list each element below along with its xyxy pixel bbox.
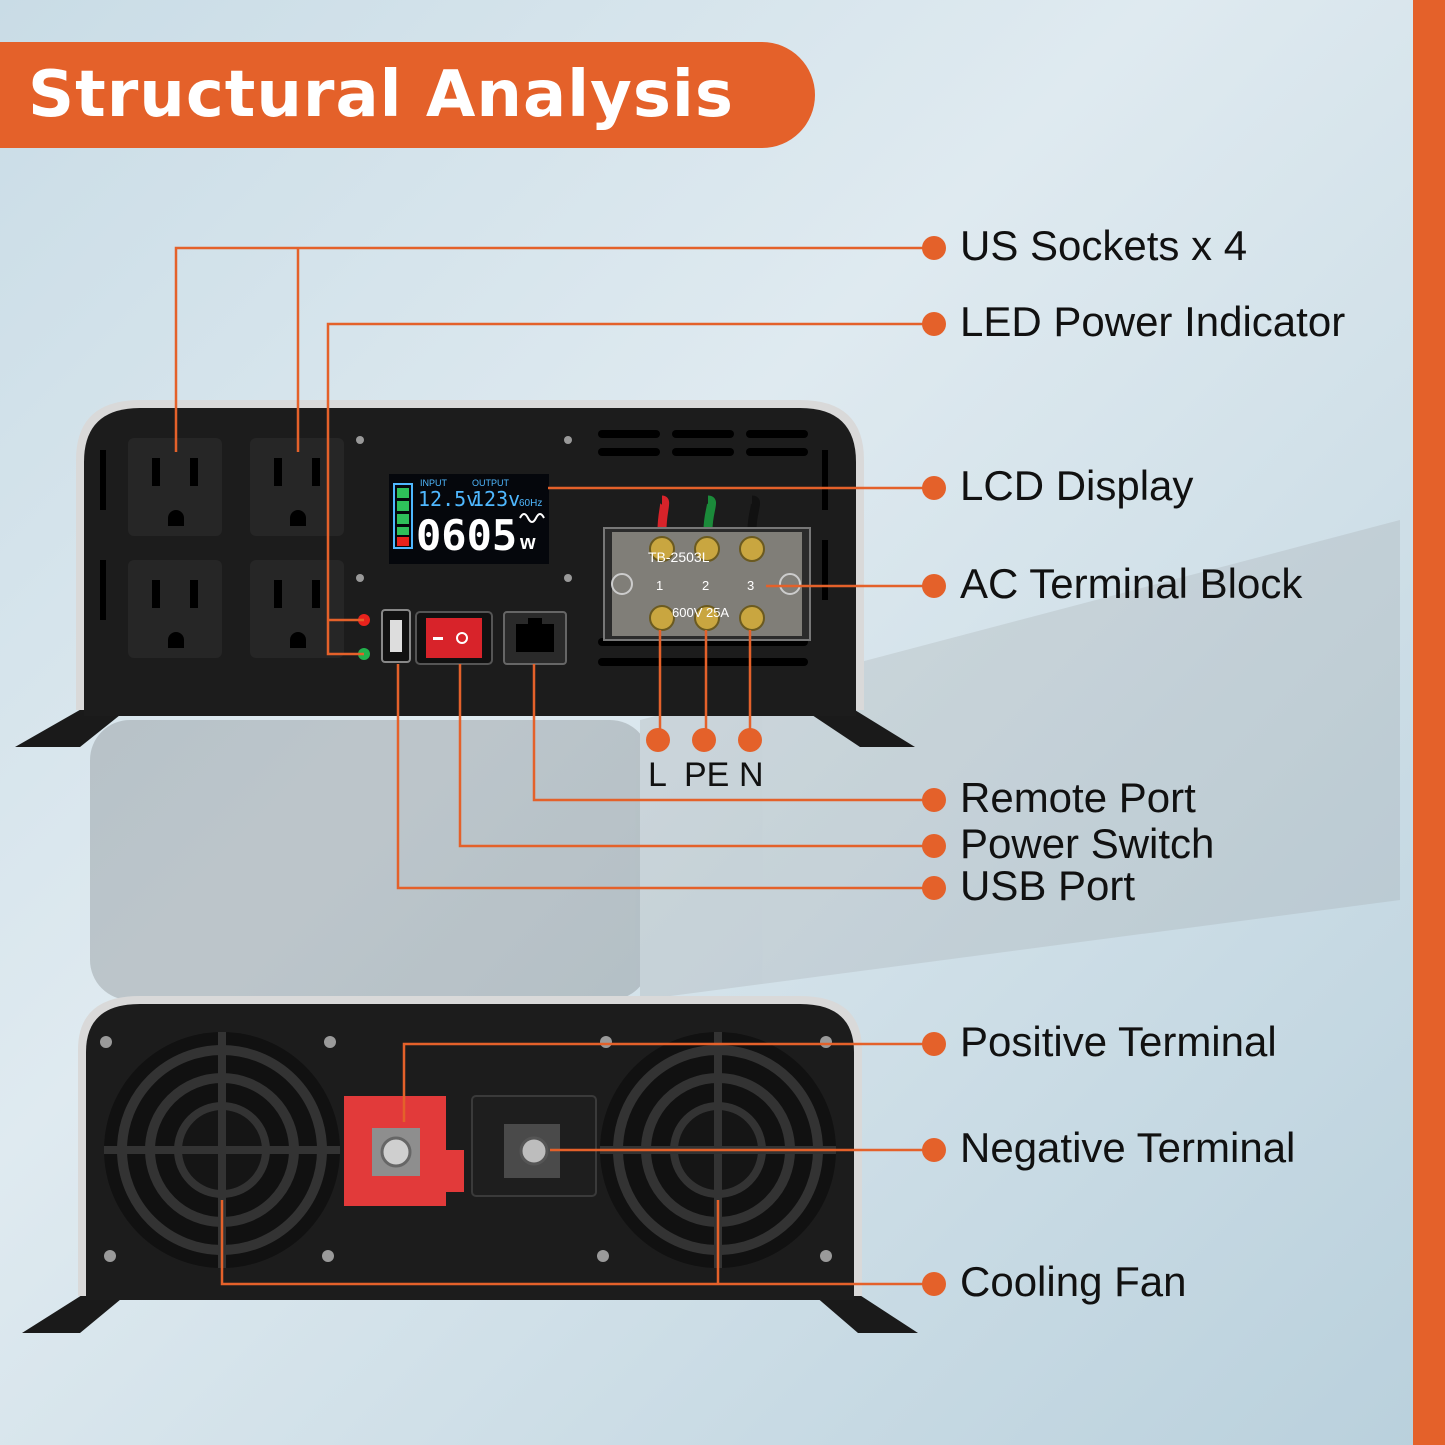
lcd-frequency: 60Hz — [519, 498, 542, 509]
lcd-output-label: OUTPUT — [472, 478, 510, 488]
label-cooling-fan: Cooling Fan — [960, 1258, 1187, 1305]
positive-terminal-icon — [344, 1096, 464, 1206]
label-remote-port: Remote Port — [960, 774, 1196, 821]
label-led-indicator: LED Power Indicator — [960, 298, 1346, 345]
lcd-input-voltage: 12.5v — [418, 487, 478, 511]
ac-terminal-block: TB-2503L 1 2 3 600V 25A — [603, 527, 811, 641]
sine-wave-icon — [519, 513, 545, 523]
us-socket-3 — [128, 560, 222, 658]
label-ac-terminal: AC Terminal Block — [960, 560, 1303, 607]
label-lcd-display: LCD Display — [960, 462, 1194, 509]
label-usb-port: USB Port — [960, 862, 1136, 909]
terminal-position-2: 2 — [702, 578, 709, 593]
negative-terminal-icon — [471, 1095, 597, 1197]
background-reflection — [90, 520, 1400, 1000]
label-us-sockets: US Sockets x 4 — [960, 222, 1248, 269]
terminal-position-3: 3 — [747, 578, 754, 593]
callout-dots — [646, 236, 946, 1296]
label-positive-terminal: Positive Terminal — [960, 1018, 1277, 1065]
page-title-text: Structural Analysis — [28, 58, 734, 132]
label-terminal-pe: PE — [684, 756, 730, 794]
callout-lines — [174, 246, 932, 1286]
right-foot-front — [800, 707, 915, 747]
battery-icon — [393, 483, 413, 549]
left-fan-icon — [104, 1032, 340, 1268]
lcd-display: INPUT OUTPUT 12.5v 123v 60Hz 0605 w — [389, 474, 549, 564]
us-socket-4 — [250, 560, 344, 658]
remote-port-icon — [503, 611, 567, 665]
terminal-position-1: 1 — [656, 578, 663, 593]
label-negative-terminal: Negative Terminal — [960, 1124, 1296, 1171]
rear-panel — [22, 996, 918, 1333]
lcd-power: 0605 — [416, 511, 517, 560]
lcd-power-unit: w — [519, 532, 536, 554]
left-foot-front — [15, 707, 130, 747]
lcd-input-label: INPUT — [420, 478, 448, 488]
usb-port-icon — [381, 609, 411, 663]
right-accent-bar — [1413, 0, 1445, 1445]
terminal-model: TB-2503L — [648, 549, 710, 565]
label-terminal-n: N — [739, 756, 764, 794]
front-panel: INPUT OUTPUT 12.5v 123v 60Hz 0605 w — [15, 400, 915, 747]
lcd-output-voltage: 123v — [472, 487, 520, 511]
us-socket-1 — [128, 438, 222, 536]
label-power-switch: Power Switch — [960, 820, 1215, 867]
power-switch-icon — [415, 611, 493, 665]
label-terminal-l: L — [648, 756, 667, 794]
terminal-rating: 600V 25A — [672, 605, 729, 620]
page-title: Structural Analysis — [0, 42, 815, 148]
us-socket-2 — [250, 438, 344, 536]
